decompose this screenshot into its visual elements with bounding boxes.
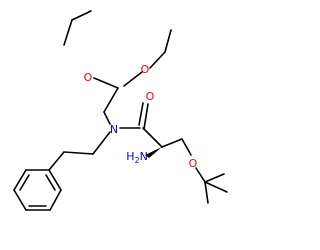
bond-alpha-ch2 xyxy=(161,138,183,148)
canvas-background xyxy=(0,0,250,250)
bond-tbutyl-top xyxy=(204,173,225,183)
ring-double-bond-1 xyxy=(45,174,56,191)
molecule-structure: O O N O H2N O xyxy=(0,0,250,250)
bond-ch2-ether-o xyxy=(181,138,192,156)
bond-acetal-ch2 xyxy=(103,87,119,113)
bond-ether-o-tbutyl xyxy=(195,167,206,183)
ring-bond-5 xyxy=(13,169,27,191)
bond-ch2-n xyxy=(103,111,111,125)
bond-o1-acetal xyxy=(93,77,119,89)
bond-tbutyl-bottom xyxy=(204,181,209,204)
bond-ethyl-right-ch3 xyxy=(164,29,172,53)
atom-o-ether: O xyxy=(189,157,198,170)
bond-n-ch2-phenethyl xyxy=(92,131,111,155)
bond-ethyl-left-ch3 xyxy=(63,19,73,46)
bond-ethyl-right-ch2 xyxy=(149,51,166,69)
atom-n-amide: N xyxy=(110,123,118,136)
atom-o-ethoxy-left: O xyxy=(84,71,93,84)
ring-double-bond-3 xyxy=(19,174,30,191)
bond-ethyl-left-ch2 xyxy=(71,10,92,21)
bond-o2-acetal xyxy=(123,71,143,87)
atom-o-ethoxy-right: O xyxy=(141,63,150,76)
ring-bond-1 xyxy=(48,169,62,191)
bond-carbonyl-alpha xyxy=(142,127,163,148)
bond-phenethyl-ch2 xyxy=(63,151,94,155)
bond-carbonyl-double-b xyxy=(143,103,149,130)
bond-phenethyl-ring xyxy=(48,151,65,171)
bond-carbonyl-double-a xyxy=(138,102,144,126)
bond-tbutyl-right xyxy=(204,181,228,193)
atom-o-carbonyl: O xyxy=(146,90,155,103)
ring-bond-4 xyxy=(13,189,27,211)
ring-bond-2 xyxy=(49,189,62,211)
atom-n-amine: H2N xyxy=(126,150,148,165)
wedge-alpha-amine xyxy=(145,147,162,158)
